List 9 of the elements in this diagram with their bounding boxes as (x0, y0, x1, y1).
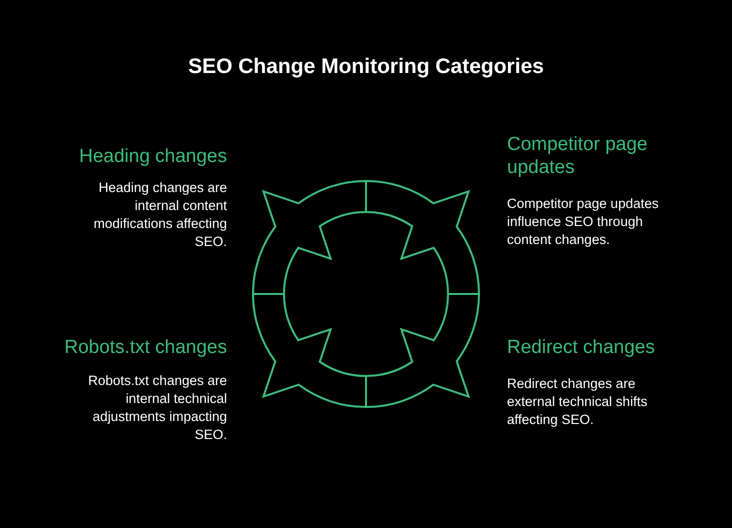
category-heading: Competitor page updates (507, 133, 648, 179)
category-heading: Robots.txt changes (63, 336, 227, 359)
category-description: Heading changes are internal content modifications affecting SEO. (92, 179, 227, 251)
category-heading: Redirect changes (507, 336, 656, 359)
category-description: Redirect changes are external technical shifts affecting SEO. (507, 375, 648, 429)
title: SEO Change Monitoring Categories (187, 54, 545, 80)
category-description: Competitor page updates influence SEO through content changes. (507, 195, 660, 249)
category-heading: Heading changes (78, 145, 227, 168)
category-description: Robots.txt changes are internal technical adjustments impacting SEO. (87, 372, 227, 444)
